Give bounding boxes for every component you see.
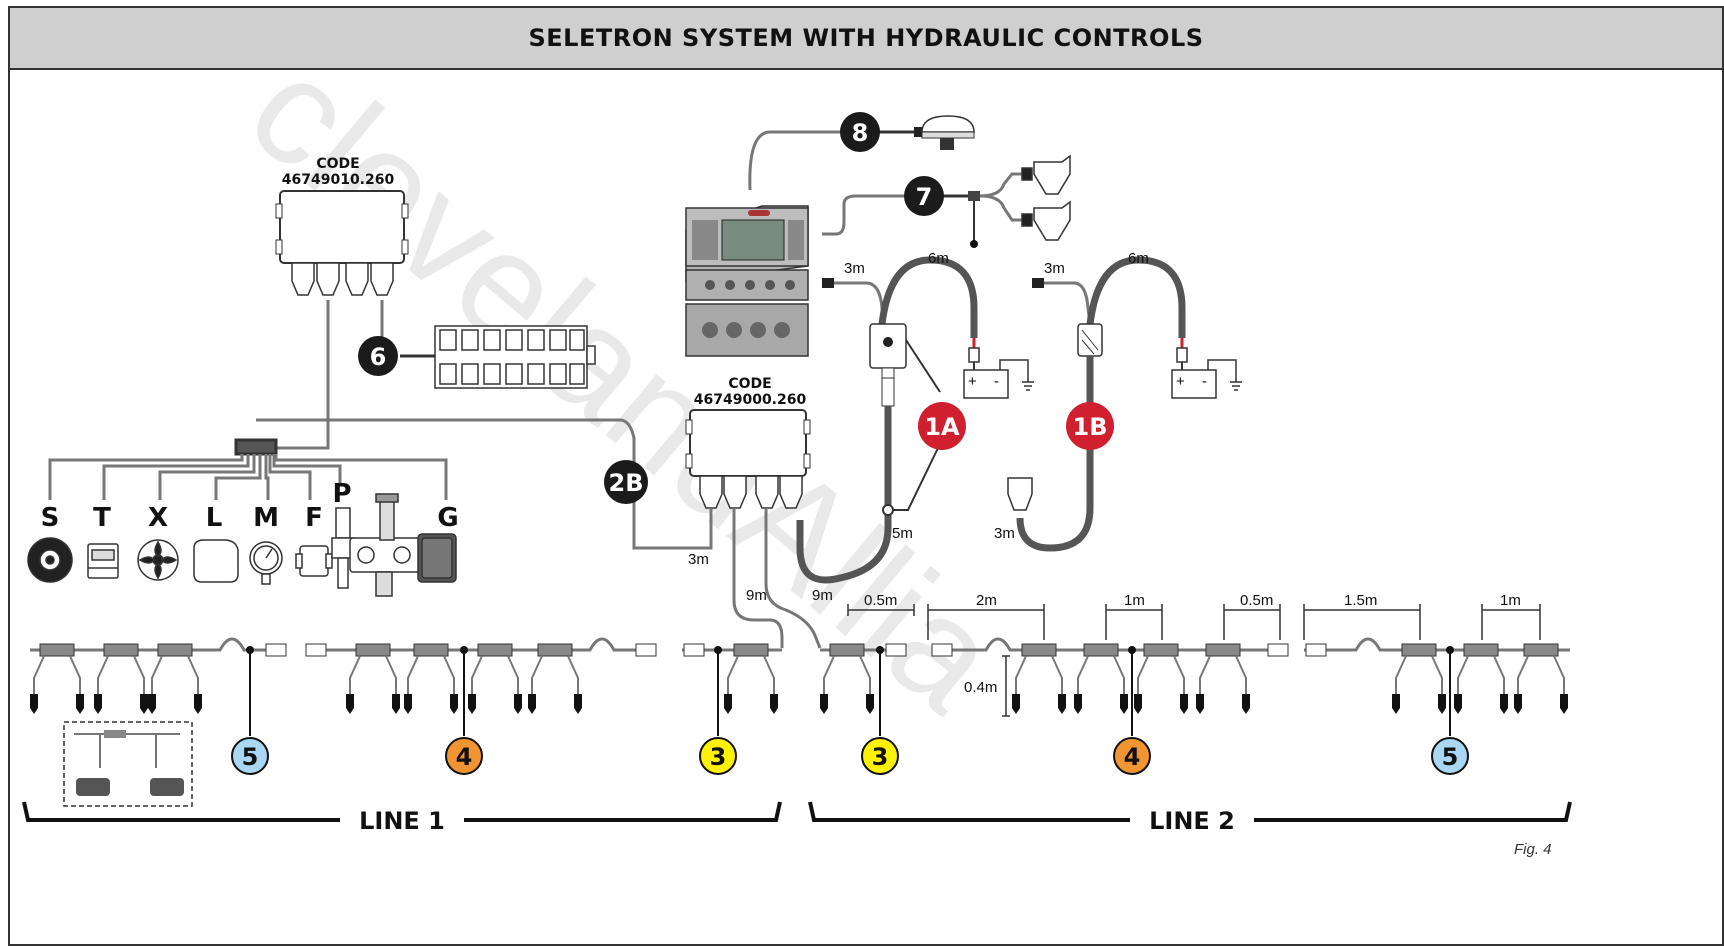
- power-connector-1b: [1077, 323, 1103, 357]
- upper-control-module: CODE 46749010.260: [275, 156, 409, 296]
- badge-line1-3: 3: [699, 737, 737, 775]
- diagram-frame: SELETRON SYSTEM WITH HYDRAULIC CONTROLS …: [8, 6, 1724, 946]
- svg-text:8: 8: [852, 119, 869, 147]
- len-d-1m-b: 1m: [1500, 592, 1521, 609]
- badge-line2-4: 4: [1113, 737, 1151, 775]
- line-1-label: LINE 1: [359, 807, 445, 835]
- svg-text:3: 3: [710, 743, 727, 771]
- fan-sensor-icon: [137, 539, 179, 581]
- len-c-9m-b: 9m: [812, 587, 833, 604]
- len-d-2m: 2m: [976, 592, 997, 609]
- svg-text:2B: 2B: [609, 469, 644, 497]
- main-valve-motor-icon: [417, 533, 457, 583]
- diagram-canvas: clevelandAllia CODE 46749010.260: [22, 24, 1572, 858]
- svg-text:7: 7: [916, 183, 933, 211]
- line-2-label: LINE 2: [1149, 807, 1235, 835]
- sensor-S-label: S: [41, 503, 60, 533]
- svg-text:-: -: [994, 373, 999, 390]
- badge-line2-3: 3: [861, 737, 899, 775]
- svg-text:6: 6: [370, 343, 387, 371]
- lower-control-module: CODE 46749000.260: [685, 376, 811, 509]
- line-2-harness: [820, 604, 1570, 736]
- svg-text:+: +: [1176, 373, 1185, 390]
- svg-text:-: -: [1202, 373, 1207, 390]
- sensor-G-label: G: [437, 503, 458, 533]
- lower-code-label: CODE: [728, 376, 771, 392]
- power-plug-1b: [1007, 477, 1033, 511]
- flow-meter-icon: [87, 543, 119, 579]
- badge-2b: 2B: [604, 460, 648, 504]
- upper-code-label: CODE: [316, 156, 359, 172]
- len-d-05m-b: 0.5m: [1240, 592, 1273, 609]
- len-d-05m: 0.5m: [864, 592, 897, 609]
- battery-icon: +-: [963, 359, 1034, 399]
- svg-text:+: +: [968, 373, 977, 390]
- wheel-sensor-icon: [27, 537, 73, 583]
- badge-1b: 1B: [1066, 402, 1114, 450]
- line-2-bracket: [808, 801, 1572, 822]
- relay-bank: [434, 325, 596, 389]
- svg-text:4: 4: [1124, 743, 1141, 771]
- badge-6: 6: [358, 336, 398, 376]
- sensor-F-label: F: [305, 503, 323, 533]
- len-b-6m: 6m: [1128, 250, 1149, 267]
- camera-icon: [1021, 154, 1071, 241]
- svg-text:4: 4: [456, 743, 473, 771]
- upper-code-number: 46749010.260: [282, 172, 395, 188]
- len-a-5m: 5m: [892, 525, 913, 542]
- svg-text:3: 3: [872, 743, 889, 771]
- svg-text:1A: 1A: [924, 413, 960, 441]
- pressure-gauge-icon: [249, 541, 283, 585]
- badge-1a: 1A: [918, 402, 966, 450]
- sensor-M-label: M: [253, 503, 279, 533]
- len-b-3m-low: 3m: [994, 525, 1015, 542]
- sensor-X-label: X: [148, 503, 168, 533]
- len-c-3m: 3m: [688, 551, 709, 568]
- badge-line2-5: 5: [1431, 737, 1469, 775]
- lower-code-number: 46749000.260: [694, 392, 807, 408]
- level-tank-icon: [193, 539, 239, 583]
- control-monitor: [685, 205, 809, 357]
- sensor-harness: [48, 438, 448, 500]
- len-d-04m: 0.4m: [964, 679, 997, 696]
- sensor-T-label: T: [93, 503, 111, 533]
- sensor-L-label: L: [206, 503, 223, 533]
- figure-caption: Fig. 4: [1514, 841, 1552, 858]
- battery-icon: +-: [1171, 359, 1242, 399]
- len-b-3m: 3m: [1044, 260, 1065, 277]
- page-title: SELETRON SYSTEM WITH HYDRAULIC CONTROLS: [528, 24, 1204, 52]
- power-module-1a: [869, 323, 907, 407]
- len-a-3m: 3m: [844, 260, 865, 277]
- len-d-1m-a: 1m: [1124, 592, 1145, 609]
- hydraulic-valve-assembly-icon: [349, 493, 421, 597]
- badge-line1-4: 4: [445, 737, 483, 775]
- len-c-9m-a: 9m: [746, 587, 767, 604]
- len-d-15m: 1.5m: [1344, 592, 1377, 609]
- svg-text:5: 5: [1442, 743, 1459, 771]
- svg-text:1B: 1B: [1073, 413, 1108, 441]
- badge-line1-5: 5: [231, 737, 269, 775]
- line-1-harness: [30, 637, 782, 807]
- line-1-bracket: [22, 801, 782, 822]
- pressure-valve-icon: [331, 507, 355, 589]
- badge-7: 7: [904, 176, 944, 216]
- gps-antenna-icon: [921, 115, 975, 150]
- title-bar: SELETRON SYSTEM WITH HYDRAULIC CONTROLS: [10, 8, 1722, 70]
- sensor-P-label: P: [332, 479, 351, 509]
- svg-text:5: 5: [242, 743, 259, 771]
- len-a-6m: 6m: [928, 250, 949, 267]
- badge-8: 8: [840, 112, 880, 152]
- flow-sensor-icon: [295, 545, 333, 577]
